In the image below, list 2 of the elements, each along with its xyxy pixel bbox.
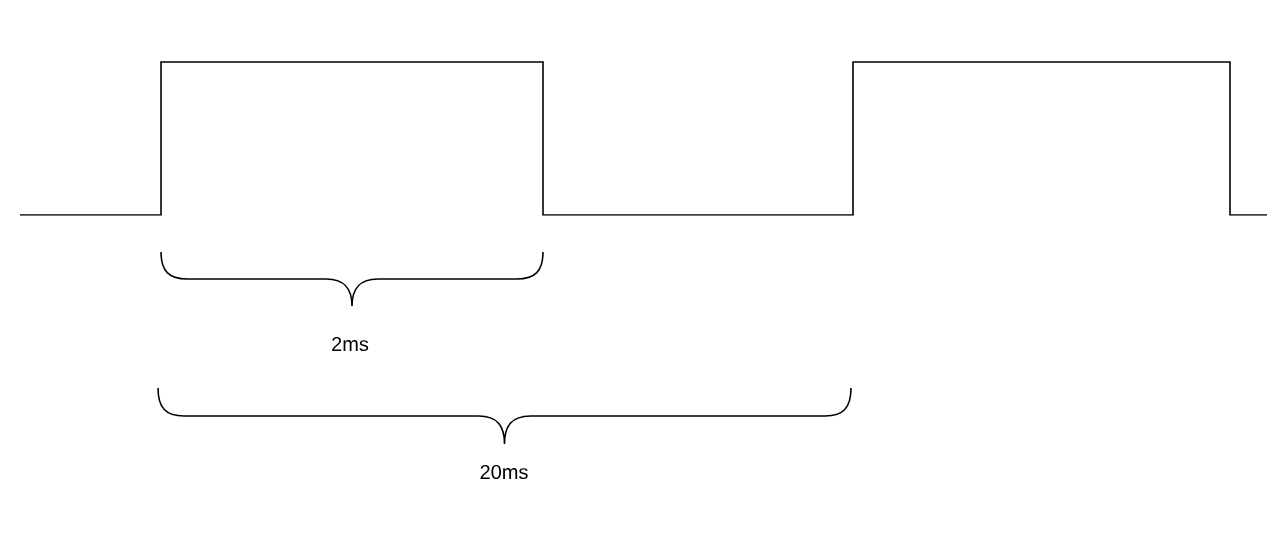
duration-label: 20ms [480, 464, 528, 480]
duration-label: 2ms [332, 336, 369, 352]
